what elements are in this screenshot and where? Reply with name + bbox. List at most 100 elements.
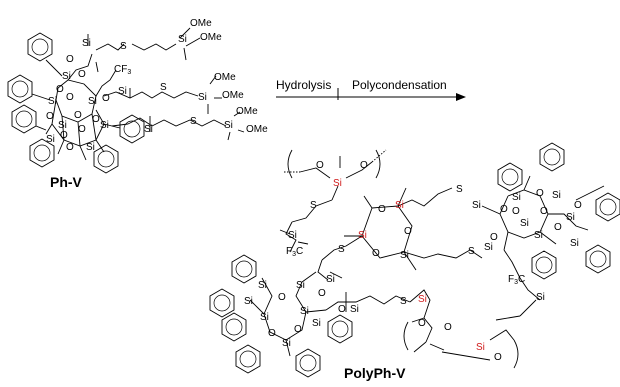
atom-si: Si	[570, 238, 579, 249]
atom-si: Si	[312, 318, 321, 329]
atom-o: O	[338, 304, 346, 315]
atom-si: Si	[512, 192, 521, 203]
linker-si: Si	[333, 178, 342, 189]
atom-o: O	[540, 206, 548, 217]
atom-o: O	[574, 200, 582, 211]
atom-o: O	[46, 111, 54, 122]
product-bottom-linker: Si O Si O O	[409, 289, 515, 363]
atom-s: S	[120, 41, 127, 52]
product-cyclosiloxane: Si Si Si O O O S S S	[321, 184, 483, 271]
atom-si: Si	[552, 190, 561, 201]
atom-s: S	[338, 244, 345, 255]
reactant-phenyl-rings	[7, 32, 145, 174]
product-label: PolyPh-V	[344, 365, 406, 381]
atom-o: O	[66, 92, 74, 103]
atom-o: O	[60, 130, 68, 141]
polymer-brackets	[284, 149, 519, 369]
product-cage-right: Si Si Si Si Si Si O O O O O O Si O Si F3…	[472, 142, 620, 321]
atom-o: O	[78, 69, 86, 80]
reactant-label: Ph-V	[50, 174, 83, 190]
atom-o: O	[554, 222, 562, 233]
product-top-linker: O Si O S	[291, 156, 373, 223]
atom-s: S	[468, 246, 475, 257]
atom-si: Si	[224, 120, 233, 131]
atom-si: Si	[300, 306, 309, 317]
atom-si: Si	[260, 312, 269, 323]
atom-si: Si	[472, 200, 481, 211]
atom-si: Si	[282, 338, 291, 349]
atom-si: Si	[118, 86, 127, 97]
atom-ome: OMe	[200, 32, 222, 43]
atom-s: S	[310, 200, 317, 211]
atom-o: O	[444, 322, 452, 333]
atom-o: O	[360, 160, 368, 171]
atom-si: Si	[296, 280, 305, 291]
linker-si: Si	[476, 342, 485, 353]
atom-o: O	[294, 324, 302, 335]
linker-si: Si	[395, 200, 404, 211]
atom-si: Si	[46, 134, 55, 145]
reactant-atom-labels: Si O O Si O S Si OMe OMe CF3 Si O Si S S…	[46, 18, 268, 153]
atom-o: O	[56, 84, 64, 95]
atom-si: Si	[100, 120, 109, 131]
product-left-chain: Si F3C Si O	[279, 221, 343, 299]
atom-ome: OMe	[222, 90, 244, 101]
atom-o: O	[494, 352, 502, 363]
atom-si: Si	[566, 212, 575, 223]
reactant-cage-bonds	[45, 79, 105, 161]
atom-si: Si	[534, 230, 543, 241]
arrow-label-polycondensation: Polycondensation	[352, 78, 447, 92]
atom-si: Si	[198, 92, 207, 103]
atom-si: Si	[244, 296, 253, 307]
atom-o: O	[418, 318, 426, 329]
atom-o: O	[78, 124, 86, 135]
atom-o: O	[372, 248, 380, 259]
atom-o: O	[92, 114, 100, 125]
atom-o: O	[74, 110, 82, 121]
linker-si: Si	[358, 230, 367, 241]
atom-si: Si	[288, 230, 297, 241]
atom-f3c: F3C	[286, 246, 303, 258]
atom-si: Si	[144, 124, 153, 135]
atom-si: Si	[484, 242, 493, 253]
atom-o: O	[268, 328, 276, 339]
atom-s: S	[456, 184, 463, 195]
atom-o: O	[378, 204, 386, 215]
atom-s: S	[190, 116, 197, 127]
reactant-chains	[67, 27, 245, 141]
reaction-arrow: Hydrolysis Polycondensation	[276, 78, 466, 101]
atom-ome: OMe	[190, 18, 212, 29]
atom-ome: OMe	[246, 124, 268, 135]
atom-o: O	[500, 204, 508, 215]
atom-si: Si	[520, 218, 529, 229]
atom-si: Si	[536, 292, 545, 303]
atom-s: S	[400, 296, 407, 307]
atom-o: O	[490, 232, 498, 243]
atom-o: O	[66, 142, 74, 153]
atom-o: O	[512, 206, 520, 217]
atom-si: Si	[58, 120, 67, 131]
atom-si: Si	[86, 142, 95, 153]
atom-si: Si	[62, 71, 71, 82]
arrow-label-hydrolysis: Hydrolysis	[276, 78, 331, 92]
atom-si: Si	[178, 34, 187, 45]
atom-si: Si	[350, 304, 359, 315]
atom-si: Si	[48, 96, 57, 107]
atom-si: Si	[326, 274, 335, 285]
atom-s: S	[160, 82, 167, 93]
product-polyph-v: O Si O S Si Si Si O O O S S S	[209, 142, 620, 381]
product-cage-left: Si Si Si Si Si Si Si O O O O Si S	[209, 254, 411, 378]
reactant-ph-v: Si O O Si O S Si OMe OMe CF3 Si O Si S S…	[7, 18, 268, 190]
atom-si: Si	[88, 96, 97, 107]
atom-si: Si	[258, 280, 267, 291]
linker-si: Si	[418, 294, 427, 305]
atom-f3c: F3C	[508, 274, 525, 286]
atom-o: O	[404, 226, 412, 237]
atom-o: O	[278, 292, 286, 303]
atom-ome: OMe	[236, 106, 258, 117]
atom-o: O	[318, 288, 326, 299]
atom-o: O	[66, 54, 74, 65]
atom-ome: OMe	[214, 72, 236, 83]
atom-o: O	[102, 93, 110, 104]
